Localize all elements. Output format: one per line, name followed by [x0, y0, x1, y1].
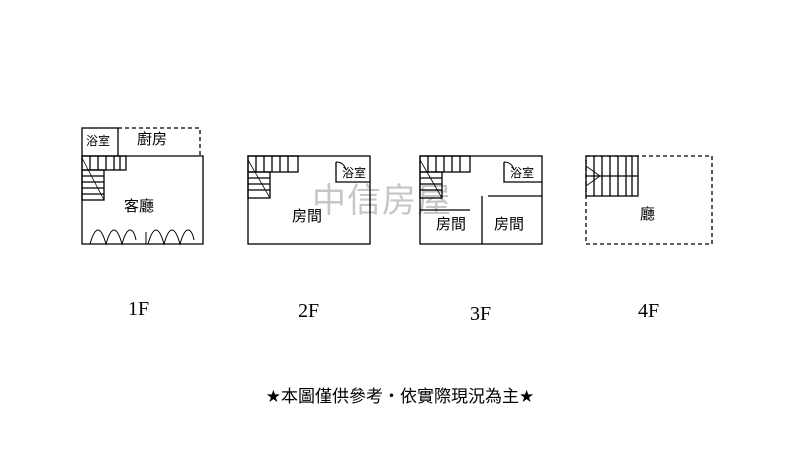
room-label-1f-bath: 浴室	[86, 133, 110, 148]
room-label-3f-bedroom-right: 房間	[494, 215, 524, 233]
floor-label-2f: 2F	[298, 300, 319, 322]
room-label-3f-bath: 浴室	[510, 165, 534, 180]
disclaimer-note: ★本圖僅供參考・依實際現況為主★	[265, 387, 535, 407]
room-label-4f-hall: 廳	[640, 205, 655, 223]
room-label-3f-bedroom-left: 房間	[436, 215, 466, 233]
floor-plan-4f	[585, 155, 713, 245]
room-label-1f-kitchen: 廚房	[137, 130, 167, 148]
watermark-logo-text: 中信房屋	[312, 181, 452, 221]
room-label-2f-bedroom: 房間	[292, 207, 322, 225]
room-label-1f-living: 客廳	[124, 197, 154, 215]
floor-label-3f: 3F	[470, 303, 491, 325]
floor-plan-1f	[81, 127, 204, 246]
floor-label-4f: 4F	[638, 300, 659, 322]
floor-plan-2f	[247, 155, 371, 245]
room-label-2f-bath: 浴室	[342, 165, 366, 180]
floor-plan-3f	[419, 155, 543, 245]
floor-label-1f: 1F	[128, 298, 149, 320]
